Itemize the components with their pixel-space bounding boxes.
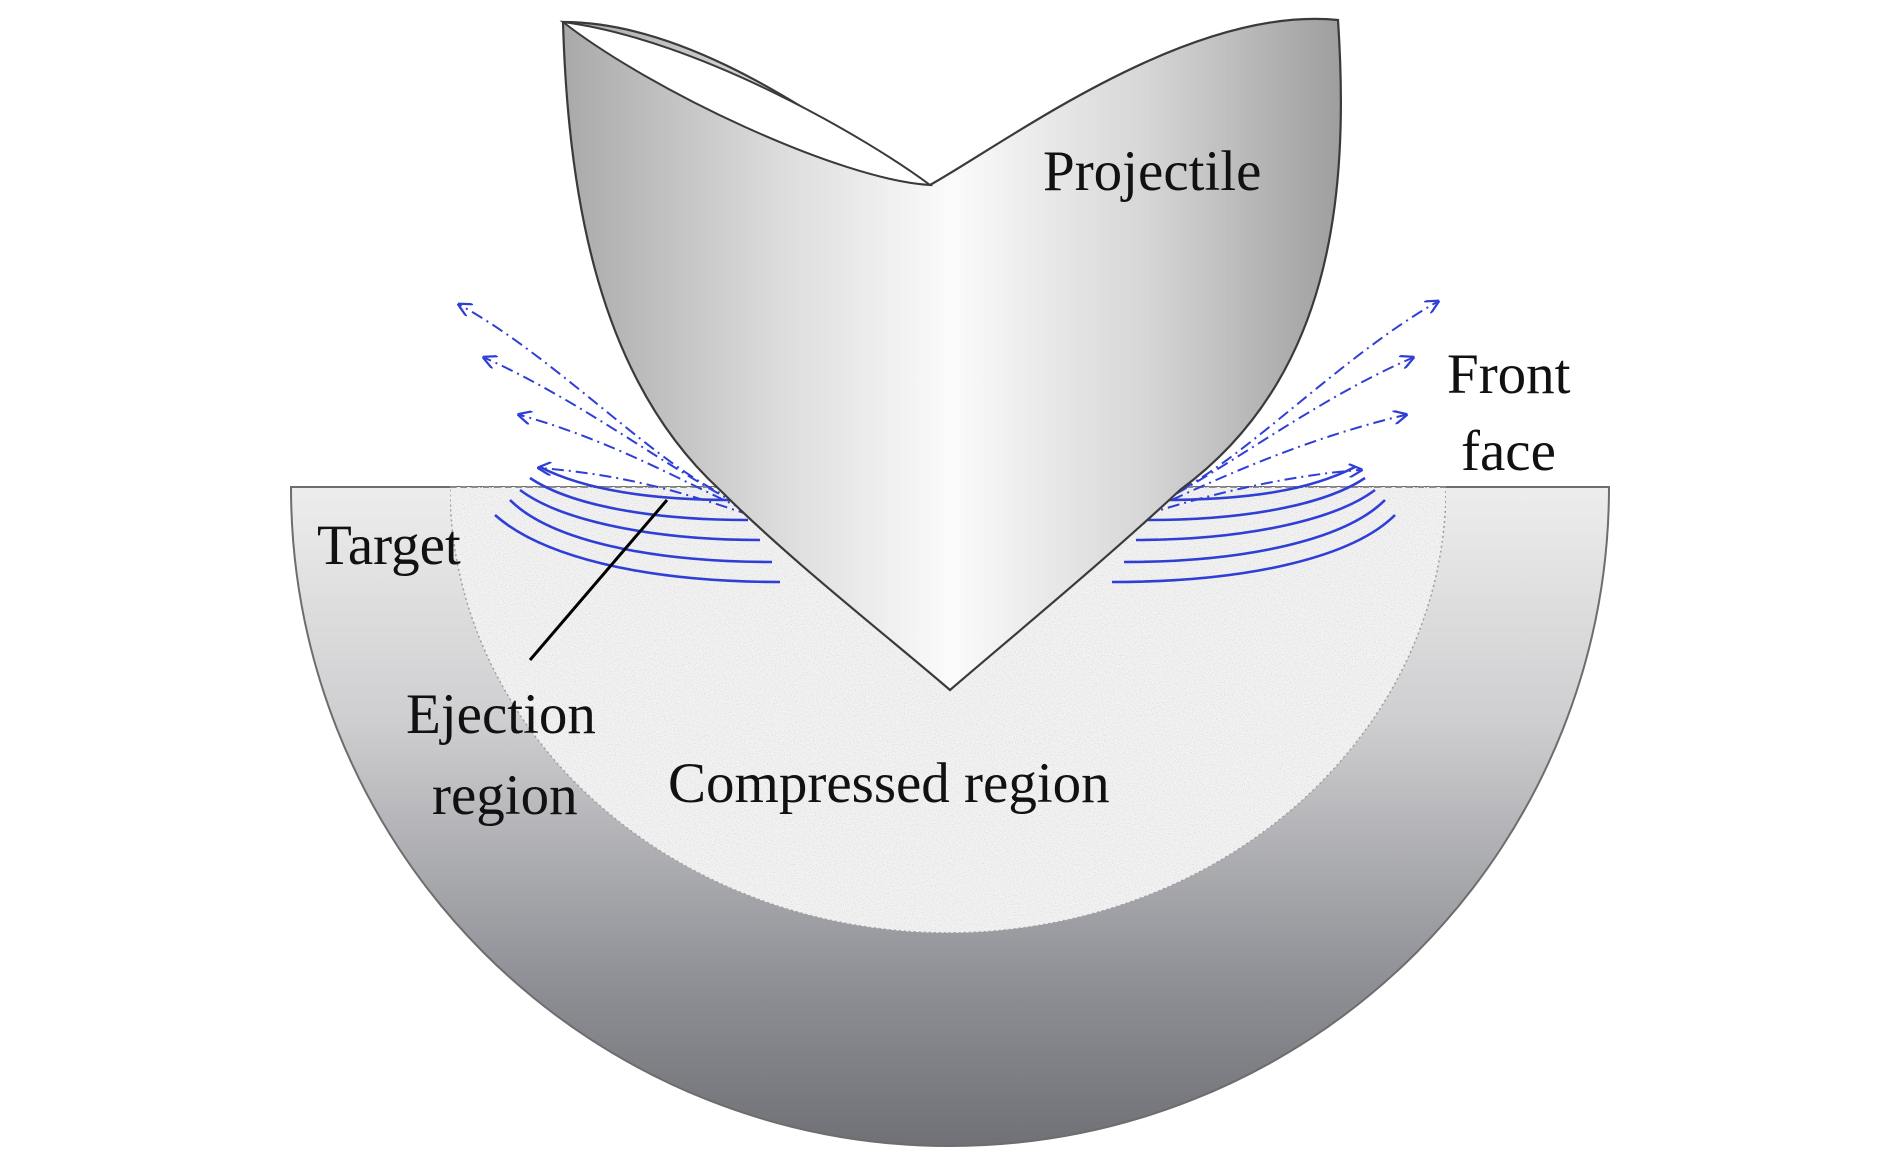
ejection-leader-line <box>528 499 669 661</box>
flow-line-right-2 <box>1147 476 1366 522</box>
label-target: Target <box>317 514 461 577</box>
flow-line-right-3 <box>1135 488 1376 542</box>
flow-line-left-3 <box>519 488 761 542</box>
flow-arrow-left-2 <box>485 358 741 506</box>
label-ejection-2: region <box>432 764 578 827</box>
projectile-body <box>559 17 1342 692</box>
flow-arrow-left-4 <box>540 468 751 516</box>
label-front-face-1: Front <box>1447 343 1571 406</box>
label-front-face-2: face <box>1461 420 1556 483</box>
flow-line-right-5 <box>1111 514 1396 584</box>
flow-line-left-5 <box>494 514 781 584</box>
projectile-cut-face <box>559 20 934 187</box>
label-ejection-1: Ejection <box>406 683 596 746</box>
label-projectile: Projectile <box>1043 140 1261 203</box>
flow-line-left-4 <box>509 499 773 564</box>
flow-arrow-right-4 <box>1144 470 1360 516</box>
flow-arrow-left-3 <box>520 415 746 511</box>
flow-line-right-4 <box>1123 499 1386 564</box>
compressed-region-area <box>449 486 1447 934</box>
flow-line-right-1 <box>1159 465 1356 502</box>
label-compressed-region: Compressed region <box>668 752 1110 815</box>
ejection-flow-right <box>1111 302 1437 584</box>
flow-line-left-1 <box>539 465 736 502</box>
flow-arrow-right-2 <box>1154 358 1412 506</box>
flow-arrow-right-3 <box>1149 415 1405 511</box>
flow-line-left-2 <box>529 476 749 522</box>
ejection-flow-left <box>460 305 781 584</box>
